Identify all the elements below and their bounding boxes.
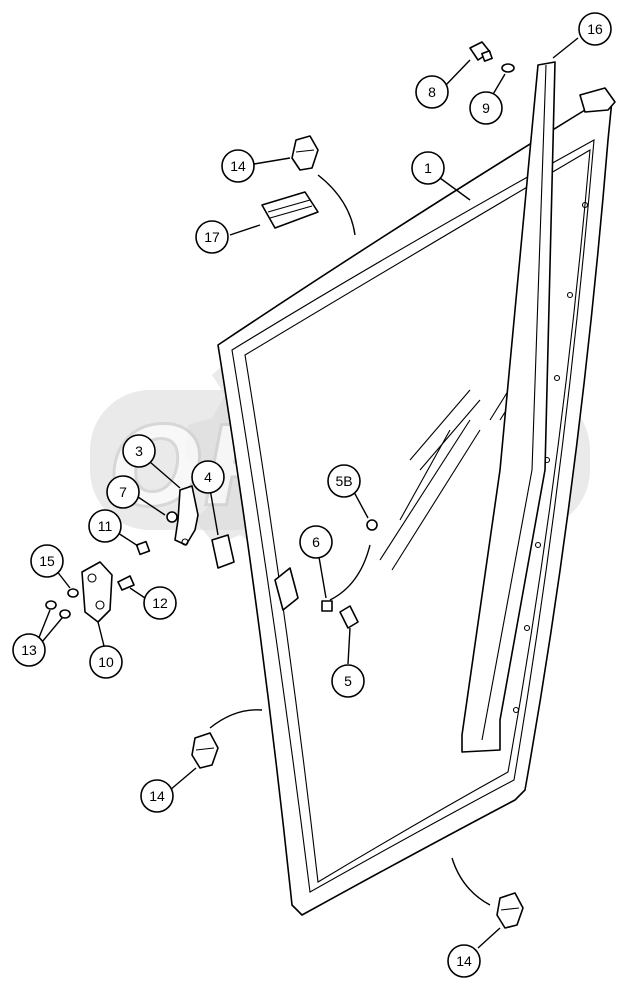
callout-17: 17 — [195, 220, 229, 254]
bolt-part-5 — [339, 605, 359, 629]
clip-part-14-top — [291, 135, 319, 171]
callout-14-middle-label: 14 — [149, 788, 165, 804]
plate-part-4 — [211, 534, 235, 569]
callout-14-bottom-label: 14 — [456, 953, 472, 969]
callout-12-label: 12 — [152, 595, 168, 611]
callout-8: 8 — [415, 75, 449, 109]
callout-7: 7 — [106, 475, 140, 509]
seal-strip — [461, 61, 616, 753]
nut-part-5b — [366, 519, 378, 531]
callout-13: 13 — [12, 633, 46, 667]
latch-part-10 — [81, 561, 113, 623]
clip-part-14-bottom — [496, 892, 524, 929]
bolt-part-11 — [135, 540, 151, 556]
screw-part-12 — [117, 575, 135, 591]
callout-5: 5 — [331, 664, 365, 698]
callout-6-label: 6 — [312, 534, 320, 550]
nut-part-13 — [45, 600, 71, 619]
callout-11-label: 11 — [98, 518, 113, 534]
callout-6: 6 — [299, 525, 333, 559]
washer-part-7 — [166, 511, 178, 523]
callout-14-top-label: 14 — [230, 158, 246, 174]
callout-14-bottom: 14 — [447, 944, 481, 978]
callout-15: 15 — [30, 544, 64, 578]
callout-3-label: 3 — [135, 443, 143, 459]
callout-3: 3 — [122, 434, 156, 468]
callout-14-middle: 14 — [140, 779, 174, 813]
hinge-part-3 — [174, 485, 199, 546]
bolt-part-8 — [469, 41, 493, 62]
washer-part-15 — [67, 588, 79, 598]
callout-10-label: 10 — [98, 654, 114, 670]
callout-9: 9 — [469, 91, 503, 125]
callout-12: 12 — [143, 586, 177, 620]
nut-part-9 — [501, 63, 515, 73]
callout-11: 11 — [88, 509, 122, 543]
callout-15-label: 15 — [39, 553, 55, 569]
callout-4-label: 4 — [204, 469, 212, 485]
leader-lines — [37, 37, 579, 949]
callout-16-label: 16 — [587, 21, 603, 37]
callout-13-label: 13 — [21, 642, 37, 658]
spacer-part-6 — [321, 600, 333, 612]
callout-9-label: 9 — [482, 100, 490, 116]
callout-1: 1 — [411, 151, 445, 185]
callout-10: 10 — [89, 645, 123, 679]
callout-8-label: 8 — [428, 84, 436, 100]
seal-block-part-17 — [261, 191, 319, 229]
clip-part-14-middle — [191, 732, 219, 769]
callout-1-label: 1 — [424, 160, 432, 176]
callout-7-label: 7 — [119, 484, 127, 500]
callout-5-label: 5 — [344, 673, 352, 689]
callout-4: 4 — [191, 460, 225, 494]
callout-16: 16 — [578, 12, 612, 46]
callout-5b: 5B — [327, 464, 361, 498]
callout-14-top: 14 — [221, 149, 255, 183]
callout-17-label: 17 — [204, 229, 220, 245]
door-frame — [217, 99, 613, 916]
callout-5b-label: 5B — [335, 473, 352, 489]
